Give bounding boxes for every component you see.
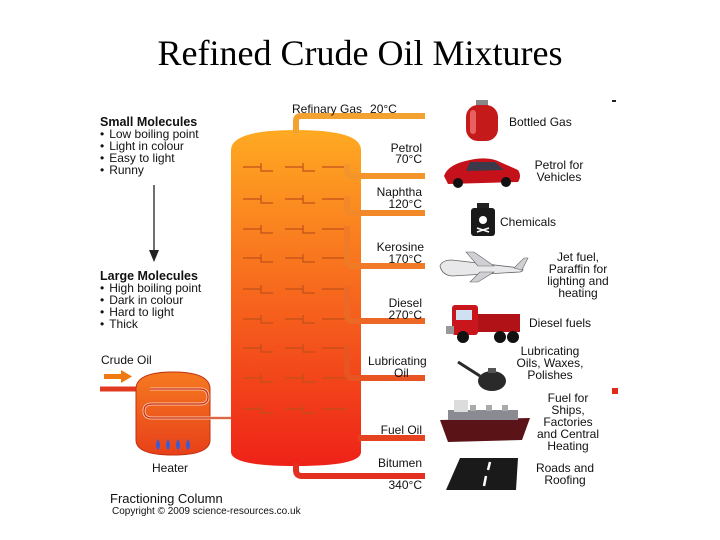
- svg-text:Factories: Factories: [543, 415, 592, 429]
- fraction-label-petrol: Petrol: [391, 141, 422, 155]
- crude-oil-arrow-icon: [104, 370, 132, 383]
- large-molecules-heading: Large Molecules: [100, 269, 198, 283]
- gas-bottle-icon: [466, 100, 498, 141]
- small-molecules-bullet: •Low boiling point: [100, 127, 199, 141]
- heater-label: Heater: [152, 461, 188, 475]
- ship-icon: [440, 400, 530, 442]
- fraction-temp-diesel: 270°C: [389, 308, 423, 322]
- airplane-icon: [439, 251, 529, 283]
- svg-text:heating: heating: [558, 286, 597, 300]
- small-molecules-bullet: •Easy to light: [100, 151, 175, 165]
- car-icon: [444, 158, 520, 188]
- slide-title: Refined Crude Oil Mixtures: [157, 33, 563, 73]
- small-molecules-heading: Small Molecules: [100, 115, 197, 129]
- large-molecules-bullet: •Dark in colour: [100, 293, 183, 307]
- heater: [135, 371, 235, 456]
- oil-can-icon: [457, 360, 506, 391]
- column-caption: Fractioning Column: [110, 491, 223, 506]
- use-jet-fuel: Jet fuel, Paraffin for lighting and heat…: [547, 250, 608, 300]
- chemical-bottle-icon: [471, 203, 495, 236]
- large-molecules-bullet: •Thick: [100, 317, 139, 331]
- output-pipes: [293, 113, 425, 479]
- svg-text:Petrol for: Petrol for: [535, 158, 584, 172]
- fraction-label-naphtha: Naphtha: [377, 185, 423, 199]
- svg-text:Lubricating: Lubricating: [521, 344, 580, 358]
- svg-text:Roofing: Roofing: [544, 473, 585, 487]
- road-icon: [446, 458, 518, 490]
- use-diesel-fuels: Diesel fuels: [529, 316, 591, 330]
- fraction-temp-naphtha: 120°C: [389, 197, 423, 211]
- use-fuel-for-ships: Fuel for Ships, Factories and Central He…: [537, 391, 599, 453]
- truck-icon: [446, 305, 520, 343]
- use-roads-and-roofing: Roads and Roofing: [536, 461, 594, 487]
- large-molecules-bullet: •High boiling point: [100, 281, 202, 295]
- fraction-label-kerosine: Kerosine: [377, 240, 425, 254]
- small-molecules-bullet: •Runny: [100, 163, 144, 177]
- use-petrol-vehicles: Petrol for Vehicles: [535, 158, 584, 184]
- fractioning-column: [231, 130, 361, 466]
- flame-icon: [156, 439, 190, 450]
- fraction-temp-bitumen: 340°C: [389, 478, 423, 492]
- svg-text:Oils, Waxes,: Oils, Waxes,: [517, 356, 584, 370]
- fraction-label-fuel-oil: Fuel Oil: [381, 423, 422, 437]
- svg-text:Vehicles: Vehicles: [537, 170, 582, 184]
- svg-text:and Central: and Central: [537, 427, 599, 441]
- use-bottled-gas: Bottled Gas: [509, 115, 572, 129]
- svg-text:lighting and: lighting and: [547, 274, 608, 288]
- fraction-temp-kerosine: 170°C: [389, 252, 423, 266]
- small-molecules-bullet: •Light in colour: [100, 139, 184, 153]
- large-molecules-list: •High boiling point •Dark in colour •Har…: [100, 281, 202, 331]
- svg-text:Ships,: Ships,: [551, 403, 584, 417]
- svg-text:Heating: Heating: [547, 439, 588, 453]
- large-molecules-bullet: •Hard to light: [100, 305, 175, 319]
- fraction-label-bitumen: Bitumen: [378, 456, 422, 470]
- svg-text:Roads and: Roads and: [536, 461, 594, 475]
- small-molecules-list: •Low boiling point •Light in colour •Eas…: [100, 127, 199, 177]
- svg-text:Jet fuel,: Jet fuel,: [557, 250, 599, 264]
- use-lubricating-oils: Lubricating Oils, Waxes, Polishes: [517, 344, 584, 382]
- down-arrow-icon: [149, 185, 159, 262]
- use-chemicals: Chemicals: [500, 215, 556, 229]
- fraction-temp-petrol: 70°C: [395, 152, 422, 166]
- edge-fragments: [612, 100, 618, 394]
- svg-text:Polishes: Polishes: [527, 368, 572, 382]
- fraction-label-diesel: Diesel: [389, 296, 422, 310]
- copyright-text: Copyright © 2009 science-resources.co.uk: [112, 506, 302, 517]
- svg-text:Fuel for: Fuel for: [548, 391, 589, 405]
- product-uses: Bottled Gas Petrol for Vehicles Chemical…: [500, 115, 609, 487]
- crude-oil-label: Crude Oil: [101, 353, 152, 367]
- svg-text:Paraffin for: Paraffin for: [549, 262, 607, 276]
